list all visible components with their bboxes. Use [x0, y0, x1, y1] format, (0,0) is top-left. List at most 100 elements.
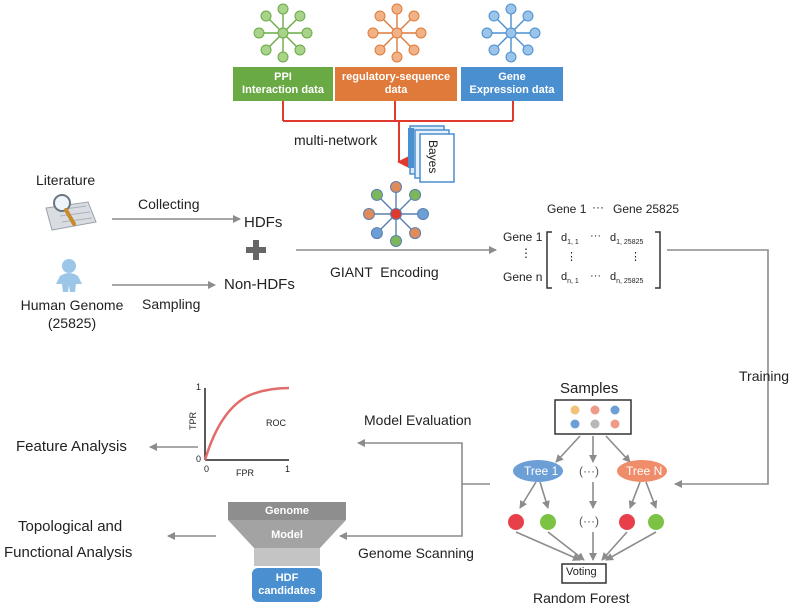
roc-y-axis-label: TPR: [188, 412, 198, 430]
human-genome-label: Human Genome(25825): [20, 297, 124, 331]
tree-n-node: [617, 460, 667, 482]
roc-chart: [203, 386, 290, 461]
network-node: [488, 10, 500, 22]
network-node: [390, 235, 402, 247]
roc-title: ROC: [266, 418, 286, 428]
bayes-stack-icon: [408, 125, 455, 183]
human-icon: [56, 259, 82, 292]
non-hdfs-label: Non-HDFs: [224, 276, 295, 293]
multi-network-label: multi-network: [294, 132, 378, 148]
network-node: [277, 3, 289, 15]
network-node: [409, 188, 422, 201]
regulatory-network-icon: [367, 3, 427, 63]
training-label: Training: [739, 368, 790, 384]
network-center-node: [390, 208, 402, 220]
network-node: [408, 10, 420, 22]
network-center-node: [505, 27, 517, 39]
matrix-row-vdots: ⋮: [520, 246, 532, 260]
voting-label: Voting: [566, 566, 597, 578]
source-merge-connector: [282, 101, 514, 168]
network-node: [294, 10, 306, 22]
matrix-row-last: Gene n: [503, 270, 543, 284]
network-node: [253, 27, 265, 39]
matrix-dn1: dn, 1: [561, 271, 579, 286]
roc-x-right-tick: 1: [285, 464, 291, 474]
network-node: [505, 51, 517, 63]
network-node: [370, 227, 383, 240]
network-node: [415, 27, 427, 39]
network-node: [370, 188, 383, 201]
network-node: [294, 44, 306, 56]
random-forest-label: Random Forest: [533, 590, 630, 606]
network-node: [409, 227, 422, 240]
leaf-green-2: [648, 514, 664, 530]
network-node: [505, 3, 517, 15]
network-node: [391, 3, 403, 15]
samples-box: [554, 399, 632, 435]
network-node: [417, 208, 429, 220]
matrix-d1n: d1, 25825: [610, 232, 644, 247]
matrix-bottom-dots: ···: [590, 270, 601, 282]
training-arrow: [667, 249, 769, 488]
network-node: [488, 44, 500, 56]
expression-network-icon: [481, 3, 541, 63]
giant-encoding-label: GIANT Encoding: [330, 264, 439, 280]
matrix-top-dots: ···: [590, 230, 601, 242]
matrix-left-vdots: ⋮: [566, 251, 577, 263]
network-center-node: [391, 27, 403, 39]
network-node: [529, 27, 541, 39]
roc-origin-tick: 0: [196, 454, 202, 464]
matrix-col-first: Gene 1: [547, 202, 587, 216]
tree-mid-label: (···): [579, 464, 599, 478]
network-node: [408, 44, 420, 56]
matrix-d11: d1, 1: [561, 232, 579, 247]
roc-x-zero-tick: 0: [204, 464, 210, 474]
collecting-label: Collecting: [138, 196, 200, 212]
literature-icon: [45, 194, 97, 231]
samples-label: Samples: [560, 380, 619, 397]
regulatory-box: [335, 67, 457, 101]
tree-1-node: [513, 460, 563, 482]
matrix-col-dots: ···: [592, 200, 604, 214]
ppi-box: [233, 67, 333, 101]
tree-1-label: Tree 1: [524, 464, 559, 478]
network-node: [374, 44, 386, 56]
network-node: [522, 44, 534, 56]
model-funnel: [228, 502, 346, 602]
network-node: [391, 51, 403, 63]
plus-icon: [246, 240, 266, 260]
network-node: [390, 181, 402, 193]
sample-dots: [570, 405, 620, 429]
feature-analysis-label: Feature Analysis: [16, 438, 127, 455]
expression-box: [461, 67, 563, 101]
network-node: [260, 10, 272, 22]
matrix-dnn: dn, 25825: [610, 271, 644, 286]
network-node: [522, 10, 534, 22]
leaf-red-2: [619, 514, 635, 530]
network-center-node: [277, 27, 289, 39]
leaf-mid-label: (···): [579, 514, 599, 528]
network-node: [374, 10, 386, 22]
bayes-label: Bayes: [426, 140, 440, 174]
matrix-row-first: Gene 1: [503, 230, 543, 244]
network-node: [277, 51, 289, 63]
model-evaluation-label: Model Evaluation: [364, 412, 472, 428]
leaf-red-1: [508, 514, 524, 530]
voting-box: [561, 563, 607, 584]
genome-scanning-label: Genome Scanning: [358, 545, 474, 561]
ppi-network-icon: [253, 3, 313, 63]
leaf-green-1: [540, 514, 556, 530]
evaluation-arrow: [357, 439, 490, 485]
roc-x-axis-label: FPR: [236, 468, 254, 478]
matrix-col-last: Gene 25825: [613, 202, 680, 216]
tree-n-label: Tree N: [626, 464, 663, 478]
literature-label: Literature: [36, 172, 96, 188]
matrix-right-vdots: ⋮: [630, 251, 641, 263]
roc-curve: [203, 386, 290, 461]
